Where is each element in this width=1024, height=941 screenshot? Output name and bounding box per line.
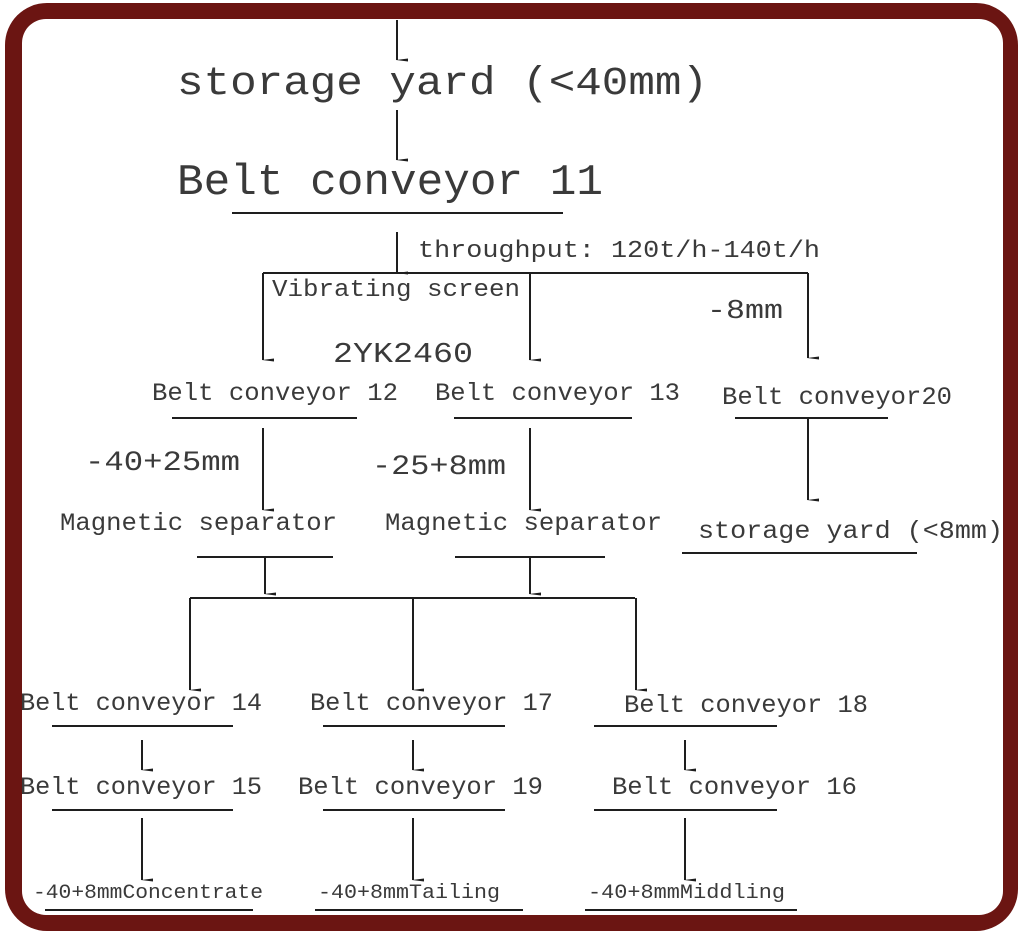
node-belt-conveyor-15: Belt conveyor 15 (20, 773, 262, 802)
node-belt-conveyor-14: Belt conveyor 14 (20, 689, 262, 718)
node-storage-yard-40: storage yard (<40mm) (177, 62, 708, 107)
node-belt-conveyor-12: Belt conveyor 12 (152, 379, 398, 408)
node-belt-conveyor-20: Belt conveyor20 (722, 383, 952, 412)
node-belt-conveyor-19: Belt conveyor 19 (298, 773, 543, 802)
output-tailing: -40+8mmTailing (318, 882, 500, 905)
connectors (45, 20, 917, 911)
node-belt-conveyor-18: Belt conveyor 18 (624, 691, 868, 720)
size-label-40-25mm: -40+25mm (85, 448, 240, 479)
labels: storage yard (<40mm) Belt conveyor 11 th… (20, 62, 1003, 905)
size-label-25-8mm: -25+8mm (372, 452, 506, 483)
node-vibrating-screen: Vibrating screen (272, 277, 520, 304)
node-belt-conveyor-16: Belt conveyor 16 (612, 773, 857, 802)
node-magnetic-separator-1: Magnetic separator (60, 509, 337, 538)
size-label-minus-8mm: -8mm (707, 297, 783, 327)
node-belt-conveyor-13: Belt conveyor 13 (435, 379, 680, 408)
throughput-label: throughput: 120t/h-140t/h (418, 238, 820, 265)
node-storage-yard-8: storage yard (<8mm) (698, 517, 1003, 546)
frame-inner (22, 19, 1003, 915)
node-belt-conveyor-11: Belt conveyor 11 (177, 158, 603, 208)
node-magnetic-separator-2: Magnetic separator (385, 509, 662, 538)
node-belt-conveyor-17: Belt conveyor 17 (310, 689, 553, 718)
screen-model-label: 2YK2460 (333, 338, 473, 371)
output-middling: -40+8mmMiddling (588, 882, 785, 905)
output-concentrate: -40+8mmConcentrate (33, 882, 263, 905)
